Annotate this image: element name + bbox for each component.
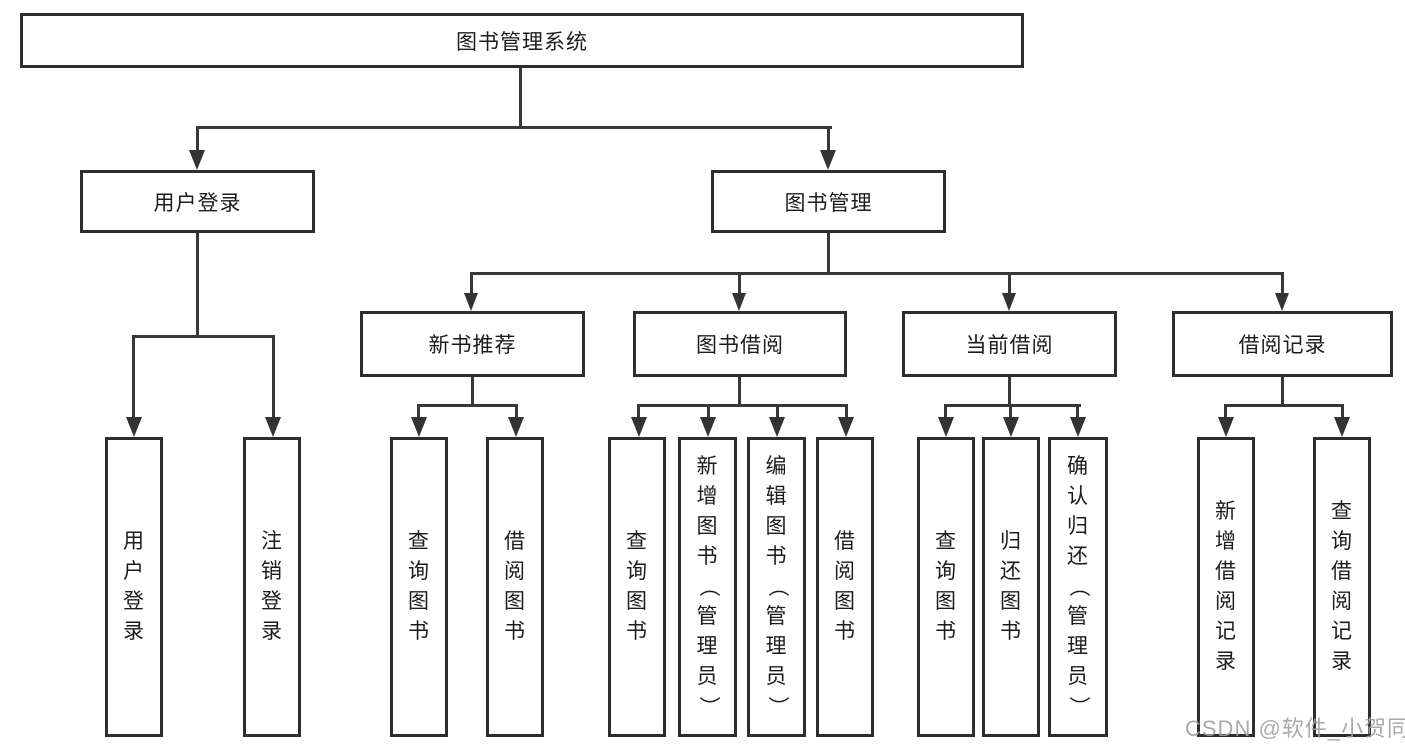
- arrowhead-bb-leaf3: [769, 417, 785, 437]
- edge-current-borrow-stem: [1008, 377, 1011, 407]
- leaf-br-add-record-label: 新增借阅记录: [1215, 500, 1237, 673]
- arrowhead-new-books: [464, 293, 478, 311]
- arrowhead-cb-leaf2: [1003, 417, 1019, 437]
- node-book-mgmt: 图书管理: [711, 170, 946, 233]
- edge-book-mgmt-stem: [827, 233, 830, 275]
- edge-br-leaf1: [1224, 404, 1227, 420]
- leaf-user-login: 用户登录: [105, 437, 163, 737]
- leaf-cb-return-books: 归还图书: [982, 437, 1040, 737]
- arrowhead-br-leaf1: [1218, 417, 1234, 437]
- leaf-nb-query-books-label: 查询图书: [408, 530, 430, 643]
- arrowhead-nb-leaf1: [411, 417, 427, 437]
- edge-to-leaf-logout: [272, 335, 275, 421]
- edge-to-current-borrow: [1008, 272, 1011, 296]
- node-borrow-records: 借阅记录: [1172, 311, 1393, 377]
- edge-br-leaf2: [1341, 404, 1344, 420]
- arrowhead-current-borrow: [1002, 293, 1016, 311]
- node-book-borrow: 图书借阅: [633, 311, 847, 377]
- csdn-watermark: CSDN @软件_小贺同学: [1185, 716, 1405, 741]
- edge-book-borrow-branch: [637, 404, 848, 407]
- leaf-cb-query-books-label: 查询图书: [935, 530, 957, 643]
- leaf-user-login-label: 用户登录: [123, 530, 145, 643]
- arrowhead-bb-leaf2: [700, 417, 716, 437]
- node-user-login: 用户登录: [80, 170, 315, 233]
- leaf-nb-borrow-books-label: 借阅图书: [504, 530, 526, 643]
- arrowhead-user-login: [189, 150, 205, 170]
- edge-new-books-branch: [417, 404, 518, 407]
- edge-to-book-mgmt: [827, 126, 830, 154]
- leaf-bb-query-books-label: 查询图书: [626, 530, 648, 643]
- arrowhead-book-borrow: [732, 293, 746, 311]
- edge-borrow-records-branch: [1224, 404, 1344, 407]
- edge-new-books-stem: [471, 377, 474, 407]
- edge-bb-leaf1: [637, 404, 640, 420]
- leaf-bb-add-books-admin-label: 新增图书（管理员）: [696, 455, 720, 718]
- node-new-books: 新书推荐: [360, 311, 585, 377]
- arrowhead-leaf-login: [126, 417, 142, 437]
- node-root: 图书管理系统: [20, 13, 1024, 68]
- leaf-br-add-record: 新增借阅记录: [1197, 437, 1255, 737]
- leaf-bb-borrow-books-label: 借阅图书: [834, 530, 856, 643]
- arrowhead-bb-leaf4: [838, 417, 854, 437]
- leaf-cb-confirm-return-admin: 确认归还（管理员）: [1048, 437, 1108, 737]
- edge-nb-leaf1: [417, 404, 420, 420]
- leaf-logout-label: 注销登录: [261, 530, 283, 643]
- leaf-br-query-record: 查询借阅记录: [1313, 437, 1371, 737]
- edge-book-mgmt-branch: [470, 272, 1284, 275]
- node-current-borrow: 当前借阅: [902, 311, 1117, 377]
- edge-bb-leaf2: [707, 404, 710, 420]
- edge-bb-leaf3: [776, 404, 779, 420]
- leaf-logout: 注销登录: [243, 437, 301, 737]
- arrowhead-borrow-records: [1275, 293, 1289, 311]
- leaf-nb-borrow-books: 借阅图书: [486, 437, 544, 737]
- arrowhead-bb-leaf1: [631, 417, 647, 437]
- leaf-cb-return-books-label: 归还图书: [1000, 530, 1022, 643]
- leaf-bb-query-books: 查询图书: [608, 437, 666, 737]
- edge-root-branch: [196, 126, 832, 129]
- edge-to-new-books: [470, 272, 473, 296]
- leaf-bb-edit-books-admin-label: 编辑图书（管理员）: [765, 455, 789, 718]
- leaf-bb-edit-books-admin: 编辑图书（管理员）: [747, 437, 806, 737]
- arrowhead-br-leaf2: [1334, 417, 1350, 437]
- edge-cb-leaf2: [1009, 404, 1012, 420]
- leaf-bb-borrow-books: 借阅图书: [816, 437, 874, 737]
- edge-to-book-borrow: [738, 272, 741, 296]
- edge-to-borrow-records: [1281, 272, 1284, 296]
- edge-cb-leaf1: [944, 404, 947, 420]
- leaf-br-query-record-label: 查询借阅记录: [1331, 500, 1353, 673]
- edge-to-leaf-login: [132, 335, 135, 421]
- edge-borrow-records-stem: [1281, 377, 1284, 407]
- edge-current-borrow-branch: [944, 404, 1081, 407]
- edge-root-stem: [519, 68, 522, 129]
- leaf-bb-add-books-admin: 新增图书（管理员）: [678, 437, 737, 737]
- edge-user-login-branch: [132, 335, 275, 338]
- leaf-cb-query-books: 查询图书: [917, 437, 975, 737]
- arrowhead-nb-leaf2: [508, 417, 524, 437]
- edge-nb-leaf2: [515, 404, 518, 420]
- leaf-nb-query-books: 查询图书: [390, 437, 448, 737]
- leaf-cb-confirm-return-admin-label: 确认归还（管理员）: [1067, 455, 1090, 718]
- arrowhead-leaf-logout: [265, 417, 281, 437]
- edge-to-user-login: [196, 126, 199, 154]
- arrowhead-cb-leaf1: [938, 417, 954, 437]
- edge-book-borrow-stem: [738, 377, 741, 407]
- edge-cb-leaf3: [1076, 404, 1079, 420]
- edge-bb-leaf4: [845, 404, 848, 420]
- arrowhead-book-mgmt: [820, 150, 836, 170]
- edge-user-login-stem: [196, 233, 199, 338]
- arrowhead-cb-leaf3: [1070, 417, 1086, 437]
